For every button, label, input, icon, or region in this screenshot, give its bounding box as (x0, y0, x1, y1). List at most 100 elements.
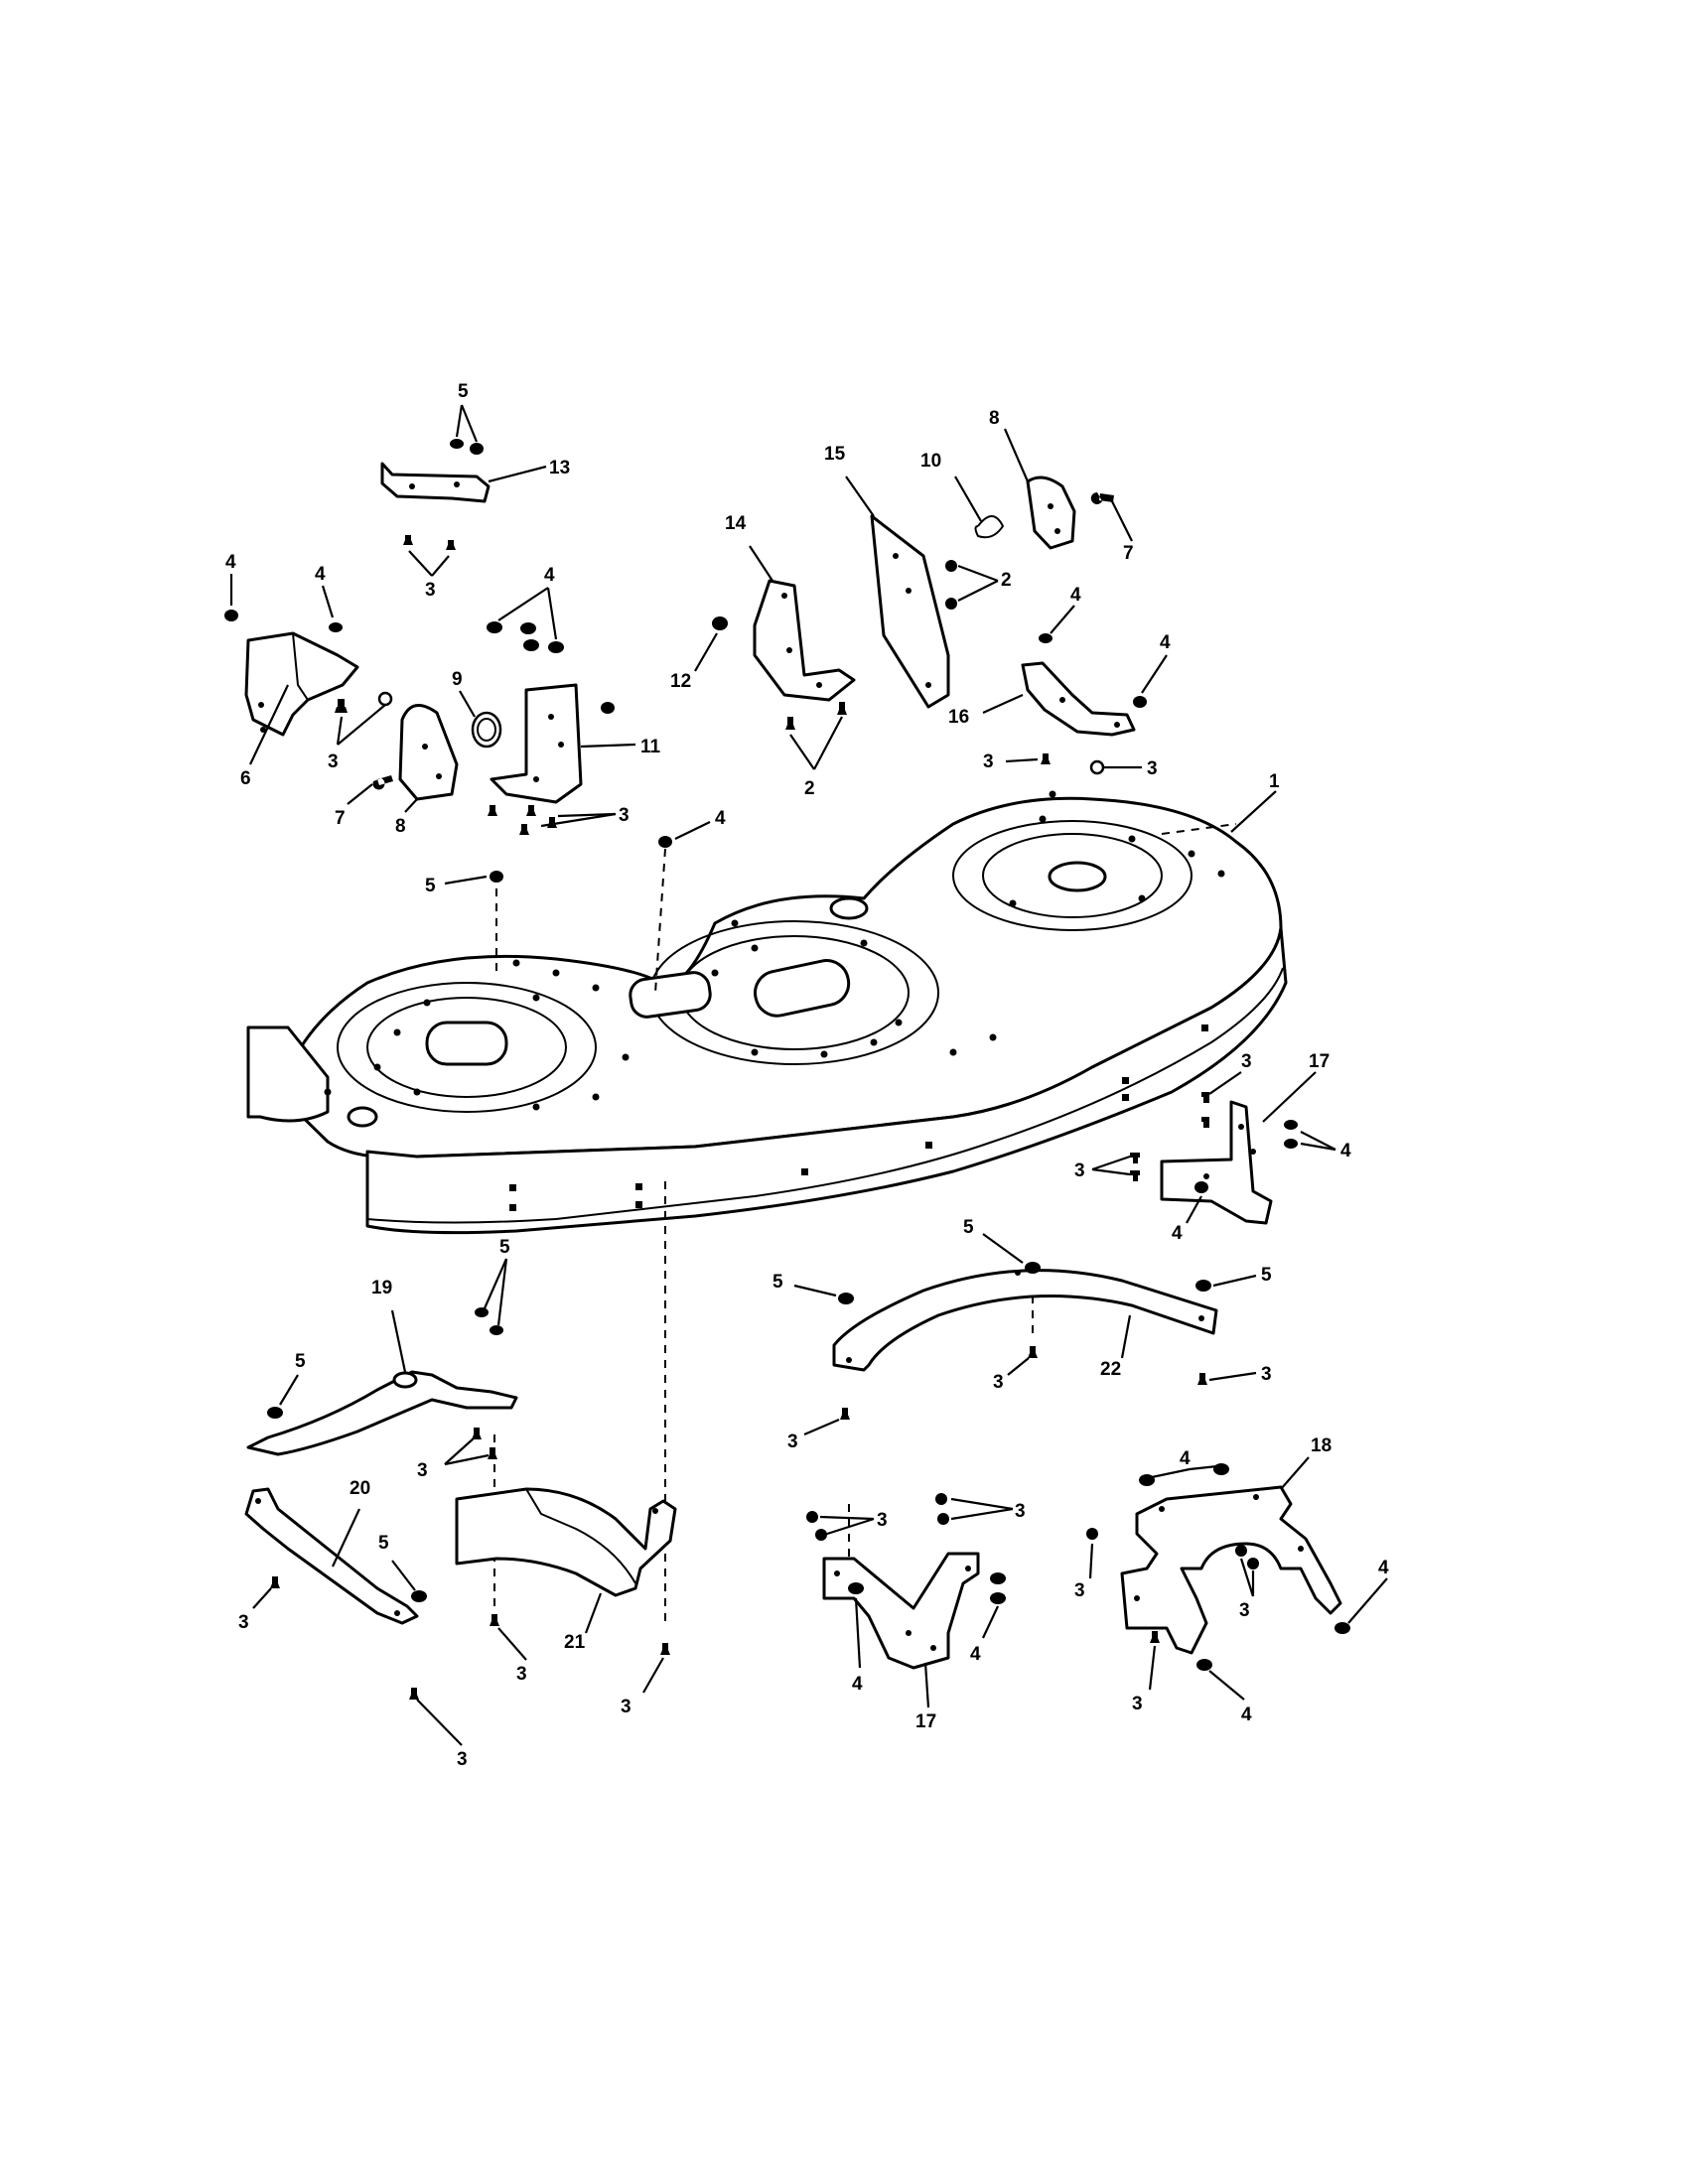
callout-4: 4 (1160, 632, 1171, 653)
callout-3: 3 (1239, 1600, 1250, 1621)
bolt-icon (806, 1511, 818, 1523)
bolt-icon (815, 1529, 827, 1541)
callout-4: 4 (970, 1644, 981, 1665)
nut-icon (267, 1407, 283, 1419)
bolt-icon (1028, 1346, 1038, 1358)
bracket-14 (753, 579, 856, 702)
callout-3: 3 (621, 1697, 632, 1717)
guard-21 (455, 1487, 677, 1597)
bracket-11 (490, 683, 583, 804)
callout-3: 3 (457, 1749, 468, 1770)
nut-icon (224, 610, 238, 621)
callout-3: 3 (619, 805, 630, 826)
bolt-icon (785, 717, 795, 730)
nut-icon (1194, 1181, 1208, 1193)
nut-icon (450, 439, 464, 449)
nut-icon (990, 1592, 1006, 1604)
callout-3: 3 (1261, 1364, 1272, 1385)
callout-3: 3 (417, 1460, 428, 1481)
callout-4: 4 (315, 564, 326, 585)
callout-3: 3 (983, 751, 994, 772)
callout-21: 21 (564, 1632, 586, 1653)
callout-5: 5 (1261, 1265, 1272, 1286)
callout-7: 7 (335, 808, 346, 829)
plate-15 (870, 514, 950, 709)
callout-22: 22 (1100, 1359, 1121, 1380)
bolt-icon (488, 805, 497, 816)
idler-arm-20 (244, 1487, 419, 1625)
bolt-icon (837, 702, 847, 715)
callout-8: 8 (395, 816, 406, 837)
guard-22 (832, 1269, 1218, 1372)
callout-5: 5 (378, 1533, 389, 1554)
nut-icon (838, 1293, 854, 1304)
bolt-icon (937, 1513, 949, 1525)
bolt-icon (488, 1447, 497, 1459)
bolt-icon (409, 1688, 419, 1700)
callout-3: 3 (425, 580, 436, 601)
bracket-13 (380, 462, 491, 503)
bolt-icon (1201, 1117, 1209, 1128)
callout-5: 5 (772, 1272, 783, 1293)
nut-icon (520, 622, 536, 634)
callout-5: 5 (499, 1237, 510, 1258)
pulley-cover-8-left (398, 704, 459, 801)
callout-8: 8 (989, 408, 1000, 429)
callout-3: 3 (993, 1372, 1004, 1393)
blade-19 (246, 1370, 518, 1456)
callout-3: 3 (1241, 1051, 1252, 1072)
bolt-icon (372, 775, 393, 790)
callout-3: 3 (328, 751, 339, 772)
bolt-icon (1130, 1153, 1140, 1163)
leader-lines (229, 404, 1388, 1746)
nut-icon (470, 443, 484, 455)
callout-9: 9 (452, 669, 463, 690)
callout-17: 17 (915, 1711, 936, 1732)
callout-5: 5 (963, 1217, 974, 1238)
bolt-icon (1041, 753, 1051, 764)
nut-icon (658, 836, 672, 848)
nut-icon (1039, 633, 1052, 643)
callout-4: 4 (1378, 1558, 1389, 1578)
pulley-cover-8-right (1026, 476, 1076, 550)
callout-6: 6 (240, 768, 251, 789)
callout-3: 3 (516, 1664, 527, 1685)
nut-icon (1196, 1659, 1212, 1671)
callout-4: 4 (1180, 1448, 1191, 1469)
bolt-icon (270, 1576, 280, 1588)
callout-4: 4 (852, 1674, 863, 1695)
bracket-18 (1120, 1485, 1342, 1655)
callout-18: 18 (1311, 1435, 1332, 1456)
nut-icon (490, 871, 503, 883)
bracket-17-top (1160, 1100, 1273, 1225)
callout-3: 3 (877, 1510, 888, 1531)
callout-15: 15 (824, 444, 846, 465)
callout-3: 3 (787, 1432, 798, 1452)
callout-3: 3 (238, 1612, 249, 1633)
bolt-icon (519, 824, 529, 835)
nut-icon (1195, 1280, 1211, 1292)
bolt-icon (1235, 1545, 1247, 1557)
callout-20: 20 (350, 1478, 370, 1499)
bolt-icon (1090, 491, 1114, 504)
bolt-icon (945, 560, 957, 572)
bolt-icon (1130, 1170, 1140, 1181)
callout-4: 4 (1241, 1705, 1252, 1725)
callout-1: 1 (1269, 771, 1280, 792)
nut-icon (712, 616, 728, 630)
spring-10 (974, 515, 1005, 539)
bolt-icon (945, 598, 957, 610)
fasteners (224, 439, 1350, 1700)
callout-3: 3 (1132, 1694, 1143, 1714)
nut-icon (848, 1582, 864, 1594)
bolt-icon (446, 540, 456, 550)
callout-5: 5 (295, 1351, 306, 1372)
callout-17: 17 (1309, 1051, 1330, 1072)
bolt-icon (935, 1493, 947, 1505)
bolt-icon (660, 1643, 670, 1655)
nut-icon (1213, 1463, 1229, 1475)
bolt-icon (1086, 1528, 1098, 1540)
callout-5: 5 (458, 381, 469, 402)
callout-7: 7 (1123, 543, 1134, 564)
